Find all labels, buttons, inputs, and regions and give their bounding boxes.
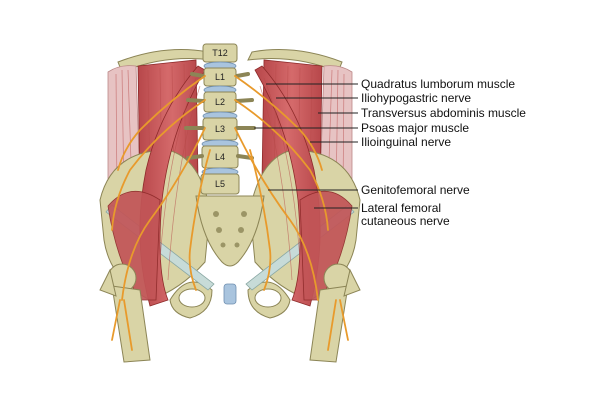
label-lateral-femoral-cutaneous-nerve-line2: cutaneous nerve xyxy=(361,214,450,228)
label-lateral-femoral-cutaneous-nerve: Lateral femoral xyxy=(361,201,441,215)
vertebra-label: L2 xyxy=(215,97,225,107)
vertebra-label: L4 xyxy=(215,152,225,162)
label-iliohypogastric-nerve: Iliohypogastric nerve xyxy=(361,91,471,105)
vertebra-label: T12 xyxy=(212,48,228,58)
label-ilioinguinal-nerve: Ilioinguinal nerve xyxy=(361,135,451,149)
vertebra-label: L3 xyxy=(215,124,225,134)
label-transversus-abdominis-muscle: Transversus abdominis muscle xyxy=(361,106,526,120)
label-psoas-major-muscle: Psoas major muscle xyxy=(361,121,469,135)
lumbar-spine: T12 L1 L2 L3 L4 L5 xyxy=(184,43,256,195)
lumbar-nerves xyxy=(111,75,349,351)
labels: Quadratus lumborum muscle Iliohypogastri… xyxy=(361,77,526,228)
label-quadratus-lumborum-muscle: Quadratus lumborum muscle xyxy=(361,77,515,91)
label-genitofemoral-nerve: Genitofemoral nerve xyxy=(361,183,470,197)
leader-lines xyxy=(254,83,358,209)
vertebra-label: L5 xyxy=(215,179,225,189)
femur xyxy=(99,263,361,363)
vertebra-label: L1 xyxy=(215,72,225,82)
sacrum xyxy=(195,195,265,267)
